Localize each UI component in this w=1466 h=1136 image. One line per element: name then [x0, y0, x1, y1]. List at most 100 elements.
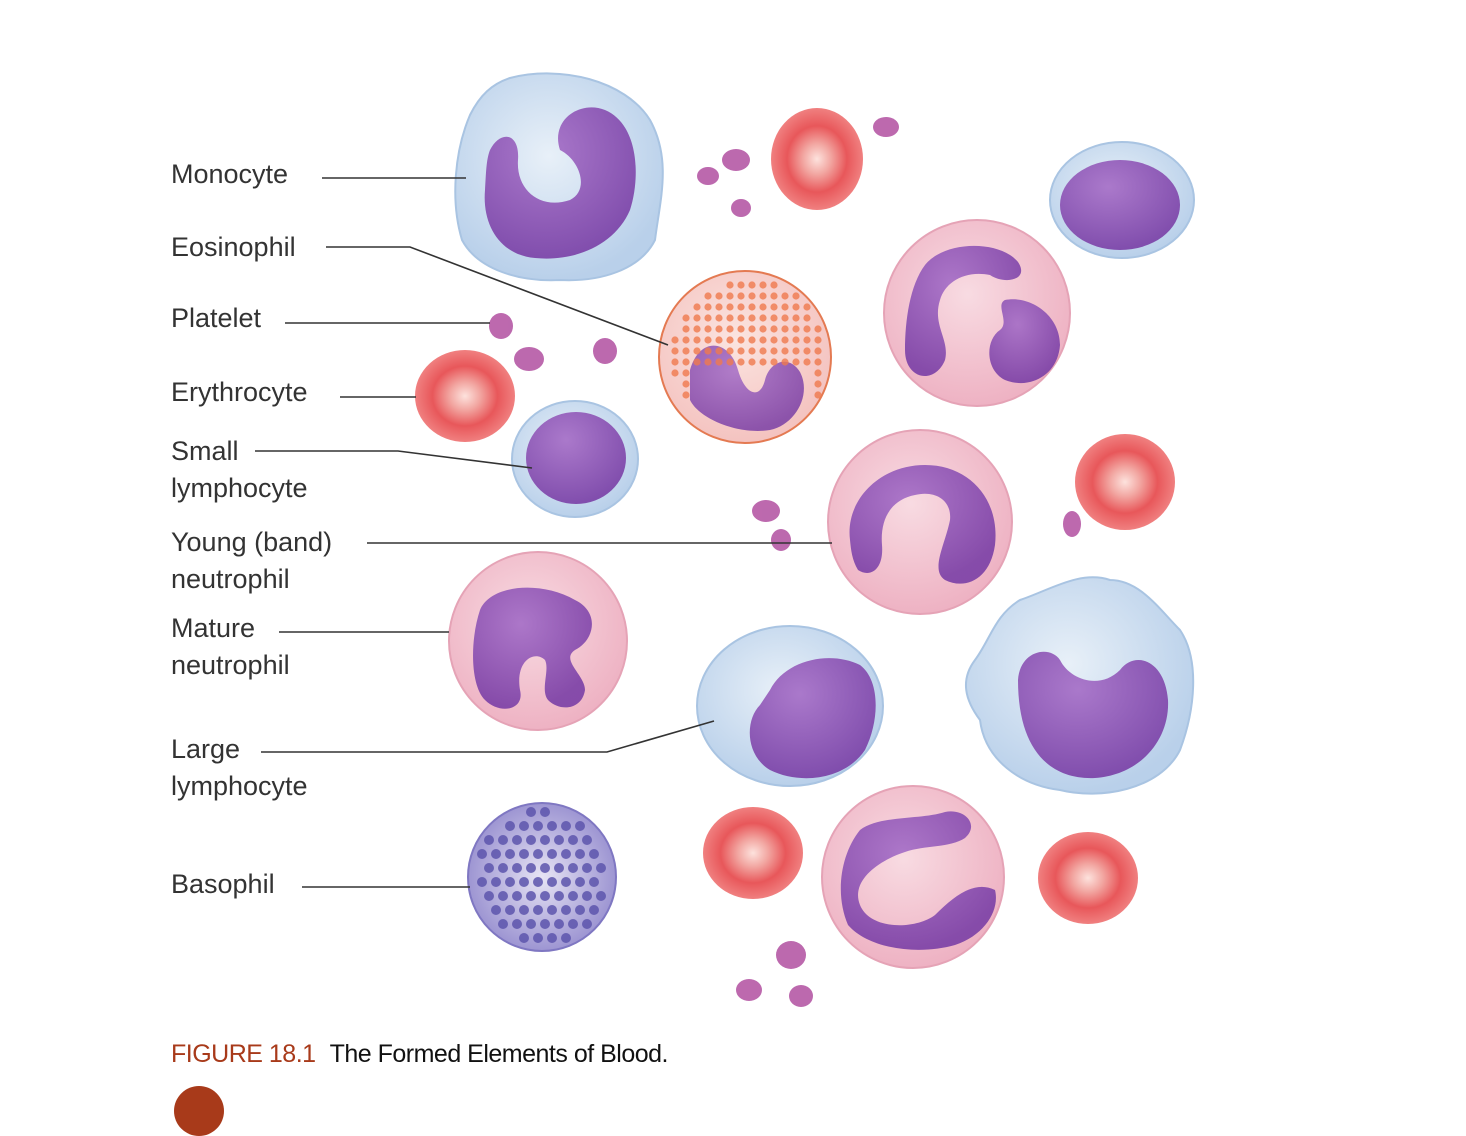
eosinophil-granule	[726, 303, 734, 311]
eosinophil-granule	[759, 358, 767, 366]
basophil-granule	[519, 933, 529, 943]
basophil-granule	[491, 849, 501, 859]
eosinophil-granule	[704, 303, 712, 311]
eosinophil-granule	[726, 358, 734, 366]
basophil-granule	[561, 821, 571, 831]
eosinophil-granule	[759, 314, 767, 322]
basophil-granule	[484, 835, 494, 845]
basophil-granule	[554, 891, 564, 901]
label-mature-neutrophil: Mature neutrophil	[171, 613, 290, 680]
eosinophil-granule	[781, 292, 789, 300]
eosinophil-granule	[682, 347, 690, 355]
mature-neutrophil-cell-3	[821, 785, 1005, 969]
label-large-lymphocyte: Large lymphocyte	[171, 734, 308, 801]
eosinophil-granule	[682, 369, 690, 377]
eosinophil-granule	[770, 347, 778, 355]
eosinophil-granule	[759, 347, 767, 355]
chapter-marker-icon	[174, 1086, 224, 1136]
basophil-granule	[596, 891, 606, 901]
basophil-granule	[575, 877, 585, 887]
caption-number: FIGURE 18.1	[171, 1040, 316, 1068]
eosinophil-granule	[781, 314, 789, 322]
eosinophil-granule	[770, 303, 778, 311]
eosinophil-granule	[737, 336, 745, 344]
eosinophil-granule	[759, 281, 767, 289]
eosinophil-granule	[671, 347, 679, 355]
eosinophil-granule	[759, 292, 767, 300]
basophil-granule	[582, 891, 592, 901]
eosinophil-granule	[704, 292, 712, 300]
basophil-granule	[547, 933, 557, 943]
basophil-granule	[512, 863, 522, 873]
label-platelet: Platelet	[171, 303, 262, 333]
basophil-granule	[526, 919, 536, 929]
basophil-granule	[554, 919, 564, 929]
eosinophil-granule	[803, 325, 811, 333]
eosinophil-granule	[770, 336, 778, 344]
eosinophil-granule	[770, 325, 778, 333]
basophil-granule	[477, 849, 487, 859]
basophil-granule	[561, 849, 571, 859]
band-neutrophil-cell	[827, 429, 1013, 615]
label-basophil: Basophil	[171, 869, 275, 899]
basophil-granule	[512, 891, 522, 901]
eosinophil-granule	[671, 336, 679, 344]
basophil-granule	[484, 891, 494, 901]
basophil-granule	[540, 919, 550, 929]
caption-title: The Formed Elements of Blood.	[329, 1040, 669, 1068]
eosinophil-granule	[715, 336, 723, 344]
eosinophil-granule	[737, 292, 745, 300]
monocyte-cell-2	[964, 576, 1195, 795]
eosinophil-granule	[748, 314, 756, 322]
basophil-granule	[505, 877, 515, 887]
eosinophil-granule	[803, 314, 811, 322]
eosinophil-granule	[792, 292, 800, 300]
eosinophil-granule	[682, 358, 690, 366]
basophil-granule	[491, 905, 501, 915]
basophil-granule	[575, 849, 585, 859]
basophil-granule	[491, 877, 501, 887]
basophil-granule	[519, 849, 529, 859]
basophil-granule	[505, 821, 515, 831]
basophil-granule	[533, 821, 543, 831]
eosinophil-granule	[759, 325, 767, 333]
eosinophil-granule	[737, 303, 745, 311]
eosinophil-granule	[704, 336, 712, 344]
basophil-granule	[589, 877, 599, 887]
basophil-granule	[505, 849, 515, 859]
eosinophil-granule	[781, 336, 789, 344]
label-eosinophil: Eosinophil	[171, 232, 296, 262]
eosinophil-granule	[814, 369, 822, 377]
basophil-granule	[547, 849, 557, 859]
monocyte-cell	[454, 72, 664, 282]
eosinophil-granule	[814, 358, 822, 366]
eosinophil-granule	[792, 325, 800, 333]
basophil-granule	[568, 863, 578, 873]
basophil-granule	[526, 891, 536, 901]
basophil-granule	[582, 863, 592, 873]
lymphocyte-cell	[1049, 141, 1195, 259]
basophil-granule	[582, 835, 592, 845]
basophil-granule	[533, 905, 543, 915]
basophil-granule	[561, 905, 571, 915]
label-band-neutrophil: Young (band) neutrophil	[171, 527, 333, 594]
eosinophil-granule	[704, 358, 712, 366]
eosinophil-granule	[693, 314, 701, 322]
mature-neutrophil-cell-2	[448, 551, 628, 731]
figure-caption: FIGURE 18.1 The Formed Elements of Blood.	[171, 1038, 669, 1070]
basophil-granule	[533, 877, 543, 887]
basophil-cell	[467, 802, 617, 952]
eosinophil-granule	[781, 358, 789, 366]
mature-neutrophil-cell	[883, 219, 1071, 407]
eosinophil-granule	[693, 325, 701, 333]
basophil-granule	[498, 863, 508, 873]
eosinophil-granule	[737, 314, 745, 322]
eosinophil-granule	[759, 303, 767, 311]
eosinophil-granule	[704, 314, 712, 322]
basophil-granule	[561, 933, 571, 943]
basophil-granule	[498, 891, 508, 901]
basophil-granule	[568, 891, 578, 901]
eosinophil-granule	[715, 314, 723, 322]
eosinophil-granule	[682, 391, 690, 399]
blood-cells-illustration	[255, 72, 1195, 1007]
